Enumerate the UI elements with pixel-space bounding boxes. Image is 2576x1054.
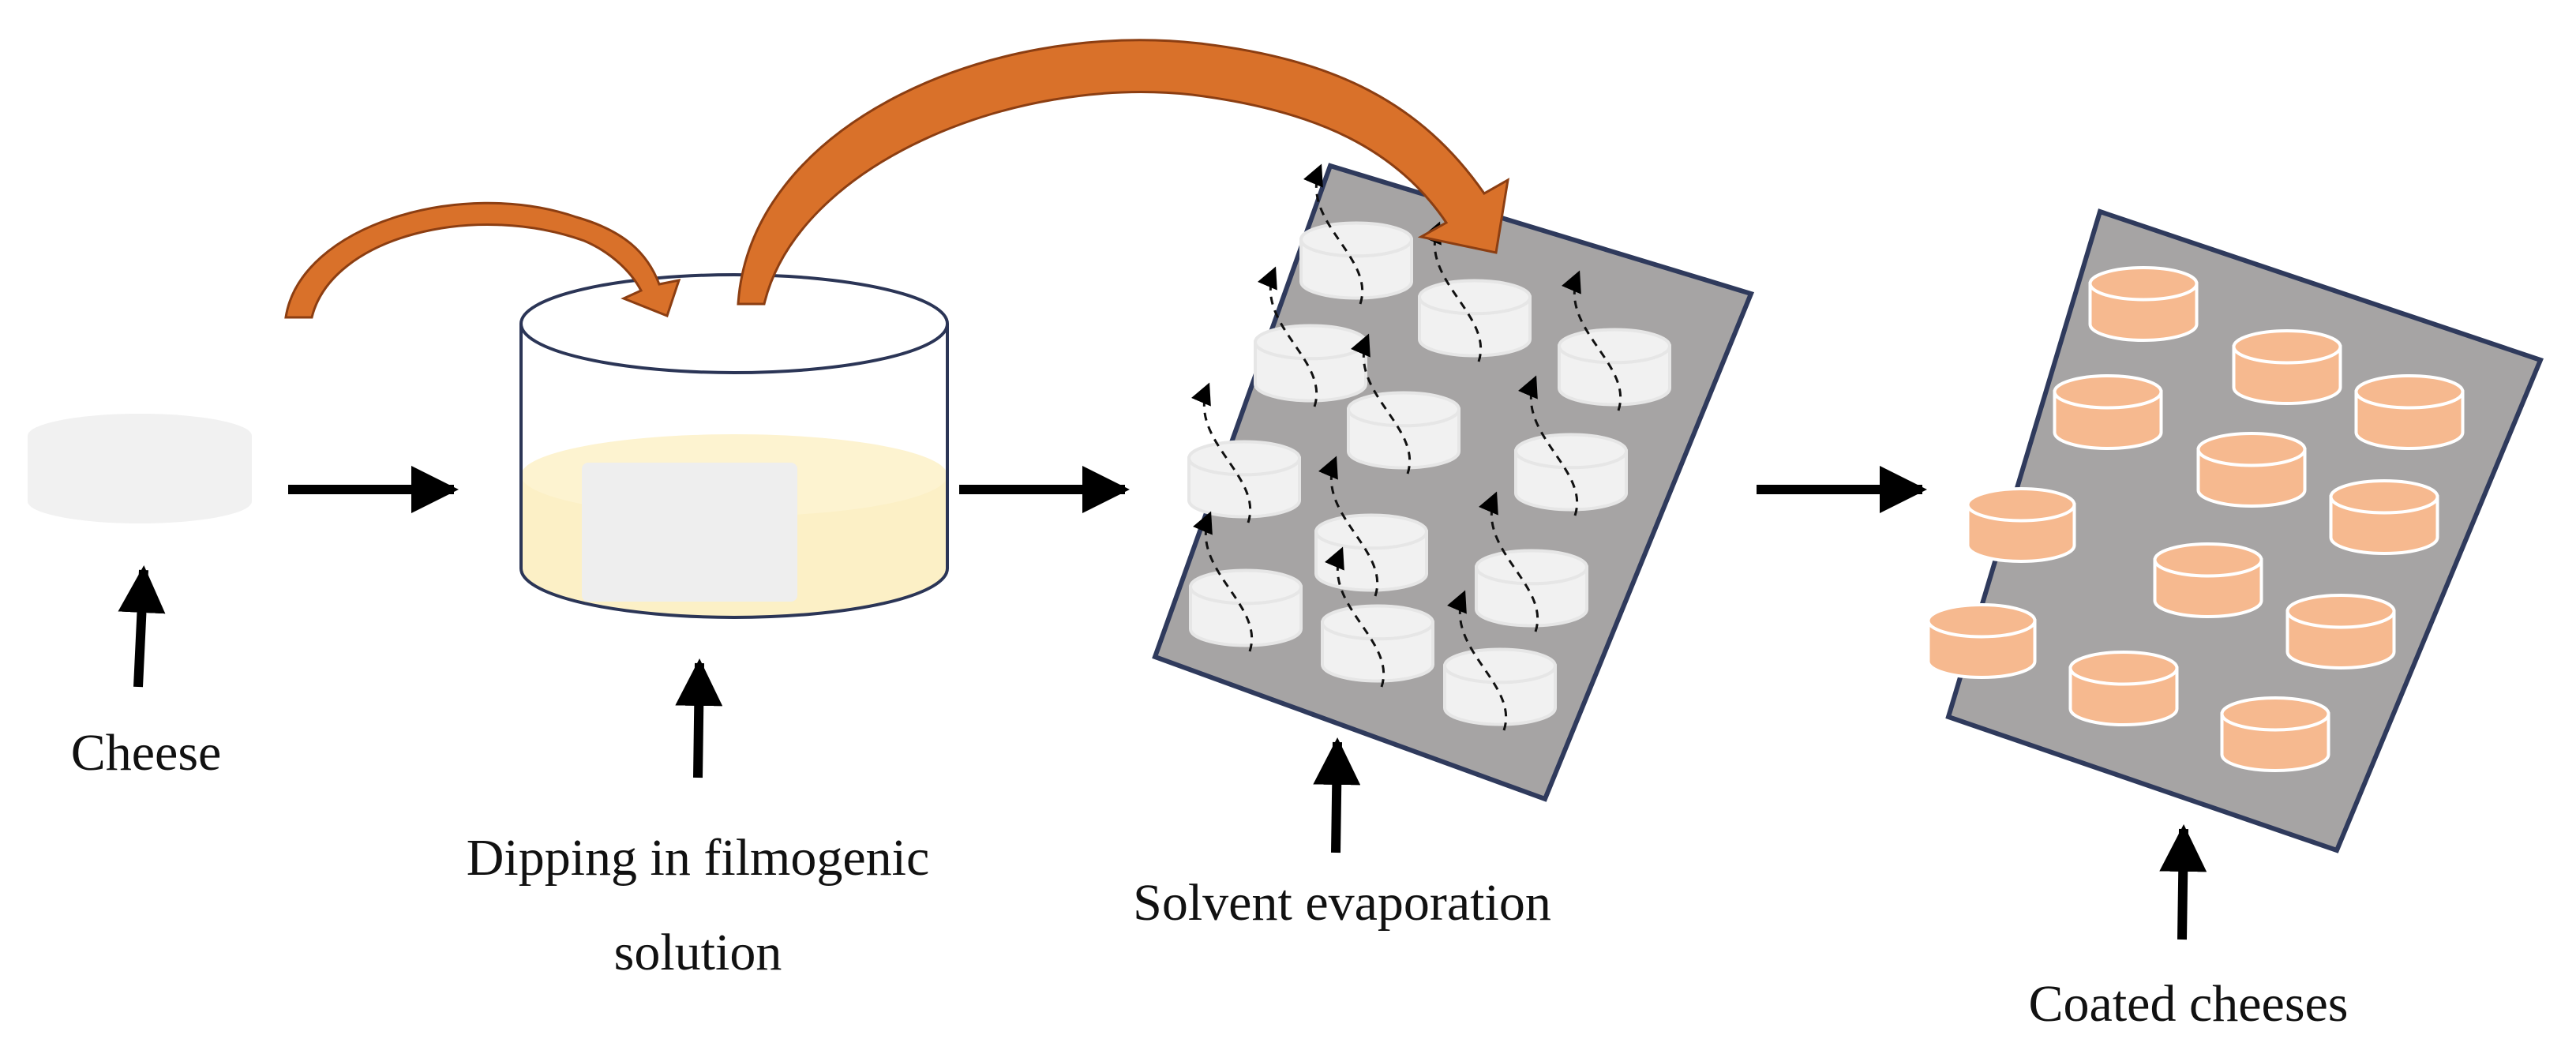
- drying-cheese: [1443, 647, 1557, 726]
- coated-cheese: [2196, 432, 2307, 508]
- coated-cheese: [2285, 594, 2396, 670]
- coated-cheese: [2220, 696, 2330, 772]
- evaporation-paths: [1191, 163, 1622, 731]
- evaporation-path: [1479, 491, 1539, 632]
- evaporation-path: [1518, 375, 1578, 516]
- coated-tray: [1926, 208, 2544, 853]
- drying-cheese: [1314, 513, 1428, 592]
- coated-cheese: [2053, 374, 2163, 450]
- curved-arrow-into-solution: [284, 201, 681, 319]
- evaporation-tray: [1152, 163, 1755, 802]
- label-cheese: Cheese: [71, 724, 222, 782]
- pointer-evaporation: [1313, 737, 1361, 853]
- coated-cheese: [2153, 542, 2263, 618]
- drying-cheese: [1514, 433, 1628, 512]
- evaporation-path: [1325, 546, 1385, 688]
- label-dipping-line1: Dipping in filmogenic: [467, 829, 930, 887]
- evaporation-path: [1447, 590, 1507, 731]
- evaporation-path: [1318, 456, 1378, 597]
- cheese-wheel: [28, 414, 252, 523]
- pointer-coated: [2159, 824, 2207, 940]
- coated-cheese: [2232, 329, 2342, 405]
- drying-cheeses: [1187, 221, 1671, 726]
- coated-cheese: [1926, 603, 2037, 679]
- evaporation-path: [1193, 511, 1253, 652]
- evaporation-path: [1562, 270, 1622, 411]
- drying-cheese: [1187, 440, 1301, 519]
- evaporation-path: [1351, 333, 1411, 474]
- submerged-cheese: [582, 463, 797, 602]
- drying-cheese: [1189, 568, 1303, 647]
- pointer-dipping: [675, 658, 723, 778]
- coated-cheese: [2329, 479, 2439, 555]
- label-coated: Coated cheeses: [2029, 975, 2349, 1033]
- dipping-container: [519, 273, 949, 619]
- pointer-cheese: [118, 565, 166, 688]
- curved-arrow-to-tray: [737, 39, 1509, 306]
- drying-cheese: [1299, 221, 1413, 300]
- evaporation-path: [1303, 163, 1363, 305]
- evaporation-path: [1191, 382, 1251, 523]
- coated-cheeses: [1926, 266, 2465, 772]
- drying-cheese: [1347, 391, 1460, 470]
- drying-cheese: [1418, 279, 1532, 358]
- evaporation-path: [1258, 266, 1318, 407]
- drying-cheese: [1475, 549, 1588, 628]
- drying-cheese: [1558, 328, 1671, 407]
- evaporation-path: [1422, 221, 1482, 362]
- coated-cheese: [2068, 651, 2179, 726]
- drying-cheese: [1321, 604, 1434, 683]
- coated-cheese: [1966, 487, 2076, 563]
- coated-cheese: [2088, 266, 2199, 342]
- label-dipping-line2: solution: [614, 924, 782, 981]
- label-evaporation: Solvent evaporation: [1133, 874, 1551, 932]
- coated-cheese: [2354, 374, 2465, 450]
- drying-cheese: [1254, 324, 1367, 403]
